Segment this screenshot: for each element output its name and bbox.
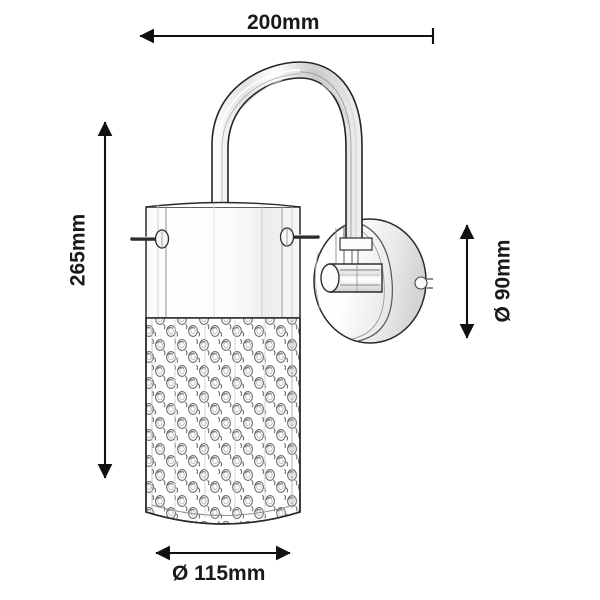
arm-foot	[339, 237, 373, 251]
shade-collar	[145, 201, 301, 319]
lamp-illustration	[130, 61, 433, 525]
side-screw-right	[279, 227, 320, 247]
dimension-label-height: 265mm	[66, 213, 90, 287]
crystal-shade	[145, 317, 301, 525]
switch-knob	[320, 263, 383, 293]
plate-side-fixing	[414, 276, 433, 290]
dimension-width	[139, 28, 435, 44]
dimension-label-shade-diameter: Ø 115mm	[172, 562, 266, 585]
dimension-label-plate-diameter: Ø 90mm	[491, 239, 515, 323]
side-screw-left	[130, 229, 170, 249]
dimension-label-width: 200mm	[247, 11, 320, 34]
